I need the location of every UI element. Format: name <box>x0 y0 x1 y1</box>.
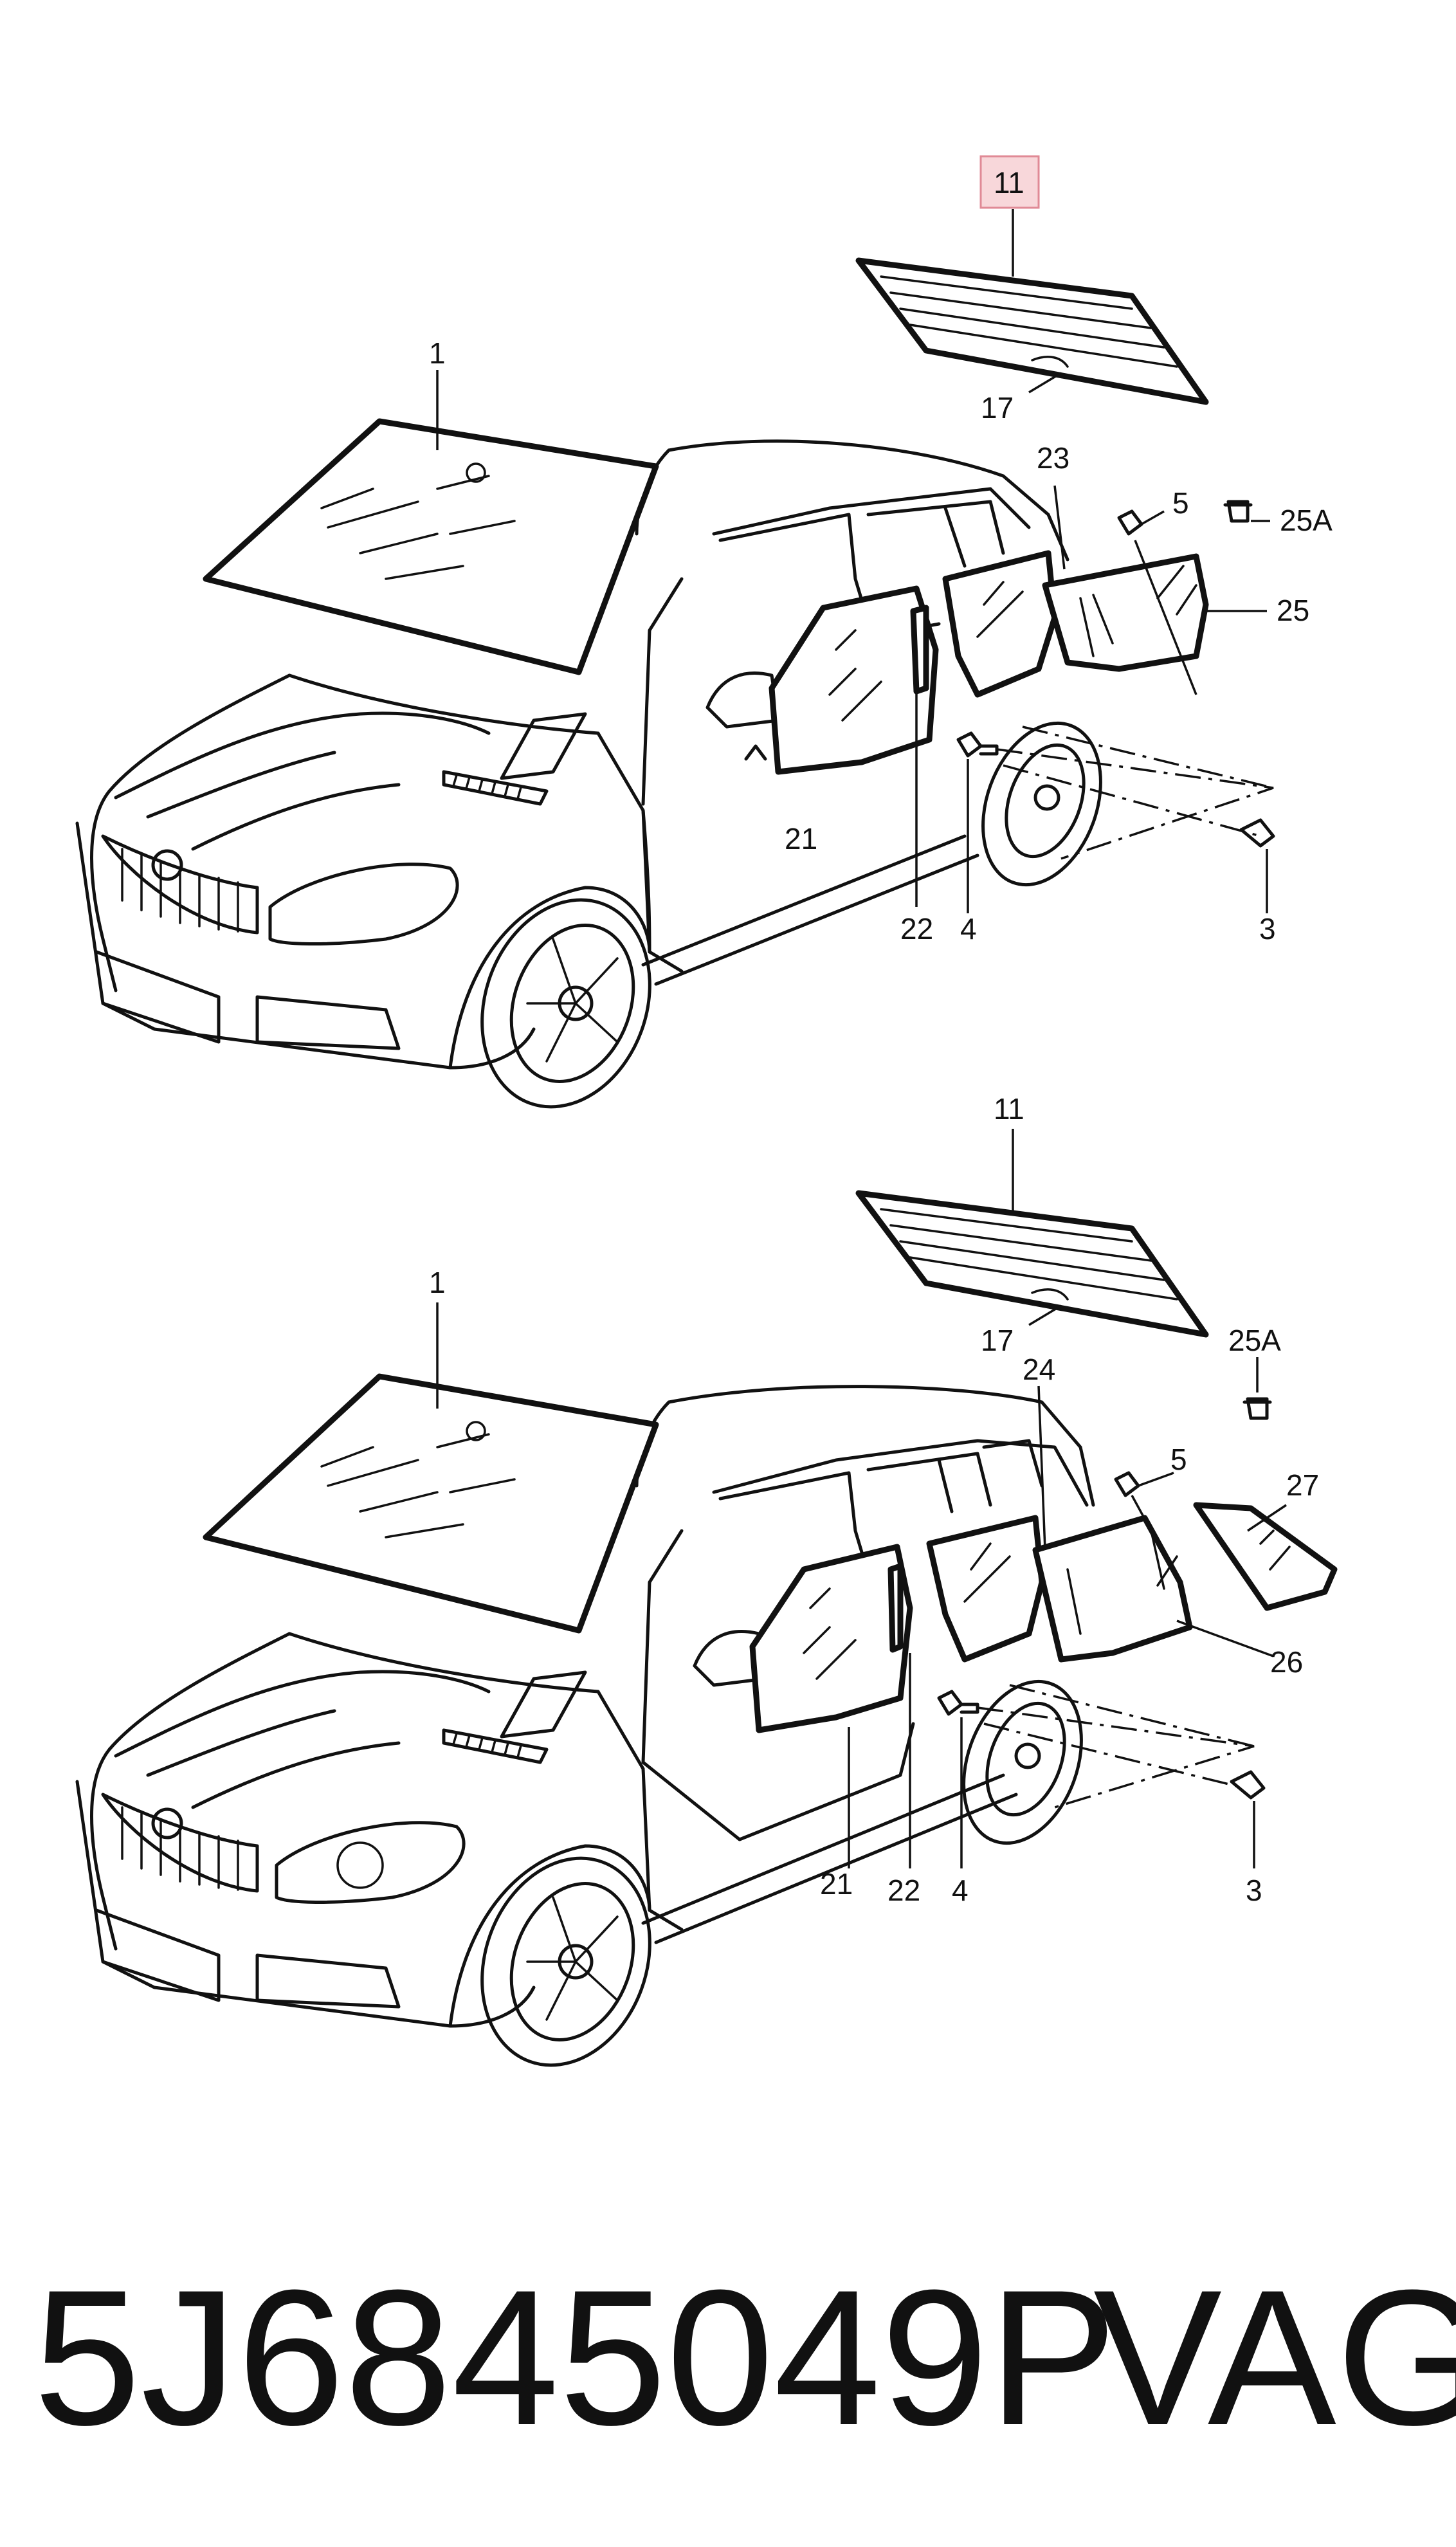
top-diagram: 11 17 1 23 5 25A 25 21 22 4 3 <box>75 155 1333 1109</box>
bottom-leader-lines <box>436 1129 1287 1868</box>
bottom-bolt-4-icon <box>937 1690 979 1716</box>
callout-25-label[interactable]: 25 <box>1277 594 1309 627</box>
top-front-door-glass <box>769 585 939 775</box>
callout-4-label[interactable]: 4 <box>960 912 977 945</box>
callout-3-label[interactable]: 3 <box>1259 912 1276 945</box>
top-side-windows <box>769 550 1209 775</box>
top-clip-25a-icon <box>1223 500 1253 523</box>
bottom-clip-5-icon <box>1114 1471 1140 1497</box>
part-number-text: 5J6845049P <box>33 2249 1117 2465</box>
bottom-clip-25a-icon <box>1242 1397 1272 1420</box>
top-car-body <box>75 439 1102 1109</box>
top-callouts: 11 17 1 23 5 25A 25 21 22 4 3 <box>429 155 1333 945</box>
bottom-callout-11-label[interactable]: 11 <box>994 1092 1024 1126</box>
callout-5-label[interactable]: 5 <box>1172 486 1189 520</box>
top-windscreen <box>203 418 659 675</box>
callout-11-label[interactable]: 11 <box>994 166 1024 199</box>
top-rear-window <box>855 257 1209 405</box>
bottom-rear-quarter-glass <box>1032 1515 1193 1663</box>
bottom-callout-4-label[interactable]: 4 <box>952 1874 969 1907</box>
parts-diagram: 11 17 1 23 5 25A 25 21 22 4 3 <box>75 155 1338 2067</box>
bottom-callout-22-label[interactable]: 22 <box>887 1874 920 1907</box>
bottom-rear-door-glass <box>926 1515 1045 1663</box>
bottom-front-door-glass <box>749 1544 913 1733</box>
bottom-callout-27-label[interactable]: 27 <box>1286 1468 1319 1502</box>
top-leader-lines <box>436 209 1270 913</box>
callout-21-label[interactable]: 21 <box>785 822 817 855</box>
bottom-side-windows <box>749 1502 1338 1733</box>
bottom-callout-3-label[interactable]: 3 <box>1246 1874 1262 1907</box>
bottom-door-seal-strip <box>887 1563 904 1653</box>
bottom-rear-side-window <box>1193 1502 1338 1611</box>
brand-text: VAG <box>1093 2249 1456 2465</box>
callout-25a-label[interactable]: 25A <box>1280 504 1333 537</box>
bottom-rear-window <box>855 1190 1209 1338</box>
callout-11-highlight <box>979 155 1040 209</box>
callout-17-label[interactable]: 17 <box>981 391 1014 424</box>
top-bolt-4-icon <box>956 731 999 758</box>
bottom-callout-21-label[interactable]: 21 <box>820 1867 853 1901</box>
callout-22-label[interactable]: 22 <box>900 912 933 945</box>
bottom-callouts: 11 17 1 24 25A 5 27 26 21 22 4 3 <box>429 1092 1319 1907</box>
bottom-callout-26-label[interactable]: 26 <box>1270 1645 1303 1679</box>
bottom-callout-5-label[interactable]: 5 <box>1170 1443 1187 1476</box>
top-clip-5-icon <box>1117 509 1143 536</box>
top-quarter-glass <box>1042 553 1209 672</box>
top-door-seal-strip <box>910 605 929 695</box>
bottom-car-body <box>75 1385 1095 2067</box>
callout-1-label[interactable]: 1 <box>429 336 446 370</box>
bottom-callout-24-label[interactable]: 24 <box>1023 1353 1055 1386</box>
bottom-windscreen <box>203 1373 659 1634</box>
bottom-callout-1-label[interactable]: 1 <box>429 1266 446 1299</box>
bottom-nut-3-icon <box>1230 1770 1266 1800</box>
top-nut-3-icon <box>1239 818 1275 848</box>
callout-23-label[interactable]: 23 <box>1037 441 1069 475</box>
bottom-callout-17-label[interactable]: 17 <box>981 1324 1014 1357</box>
bottom-diagram: 11 17 1 24 25A 5 27 26 21 22 4 3 <box>75 1092 1338 2067</box>
bottom-callout-25a-label[interactable]: 25A <box>1228 1324 1281 1357</box>
top-rear-door-glass <box>942 550 1058 698</box>
